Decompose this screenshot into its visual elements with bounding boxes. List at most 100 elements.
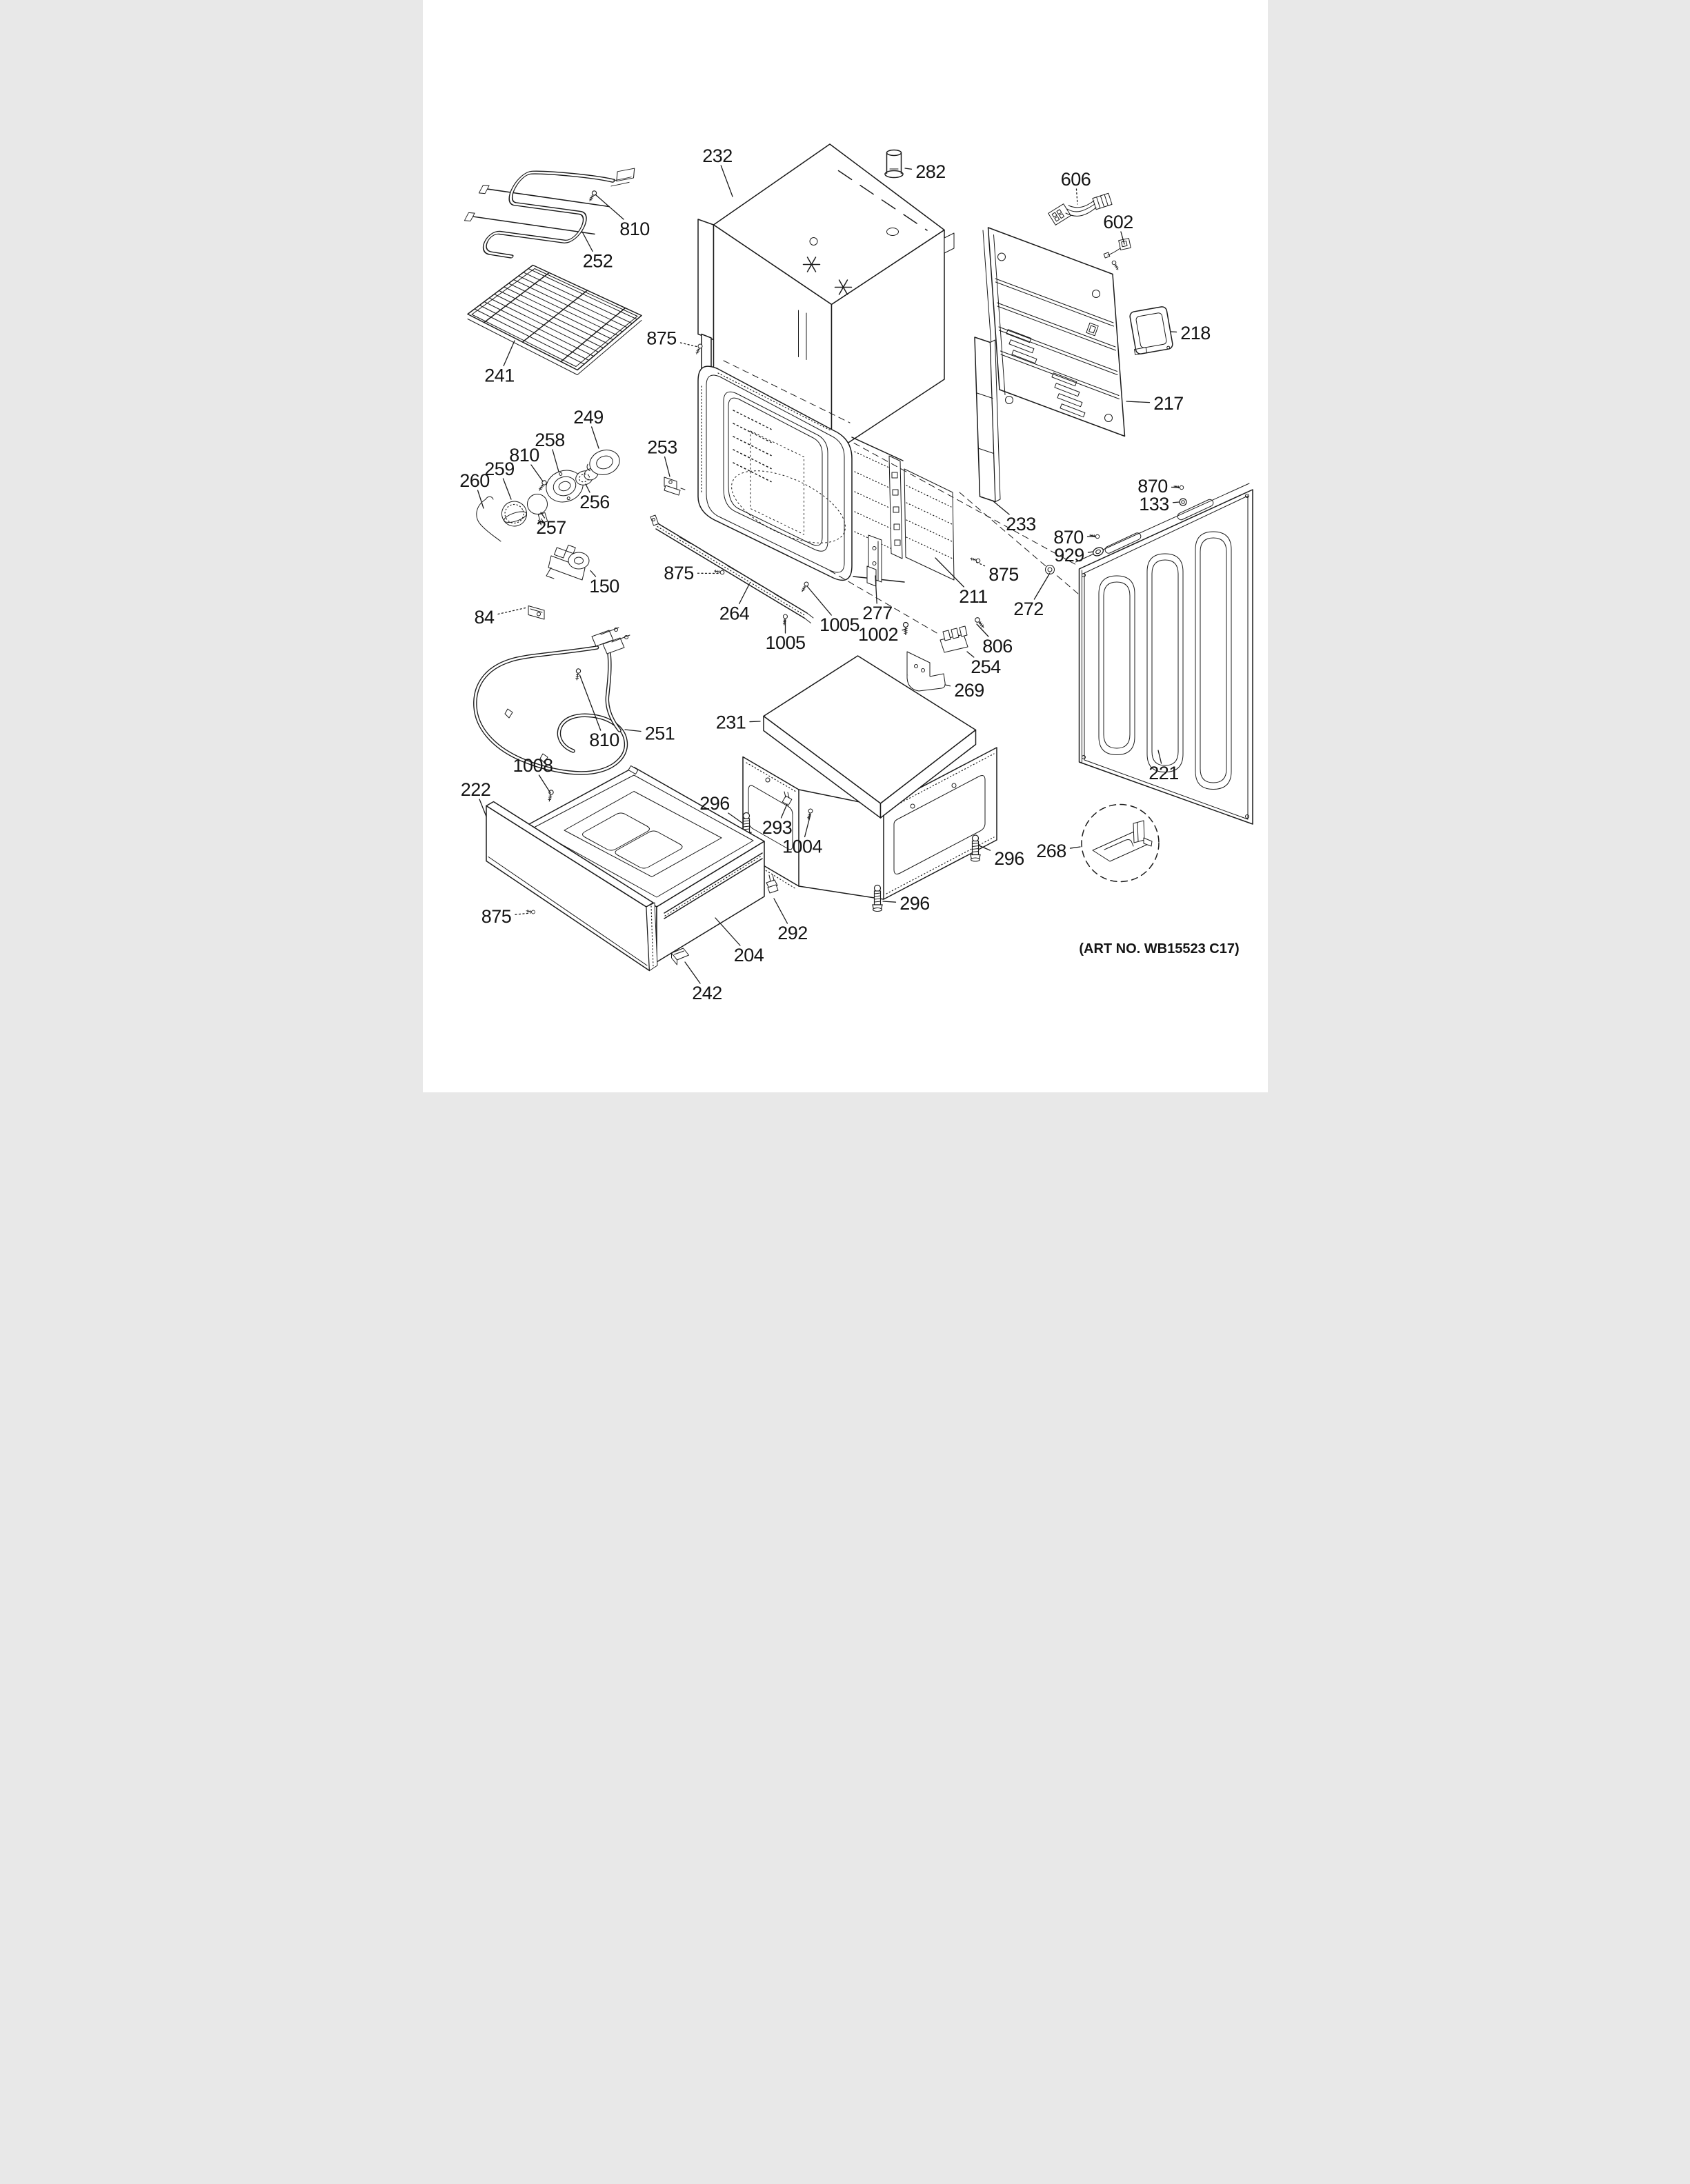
part-number-label: 258 xyxy=(535,430,565,450)
leader-line xyxy=(1120,231,1125,245)
leader-line xyxy=(664,456,670,477)
part-number-label: 150 xyxy=(589,576,619,597)
leveling-leg-296 xyxy=(969,834,981,862)
callout-84: 84 xyxy=(474,607,528,628)
screw-875-rail xyxy=(713,568,725,575)
part-number-label: 222 xyxy=(460,779,490,800)
callout-293: 293 xyxy=(762,803,792,838)
leader-line xyxy=(530,464,544,482)
callout-870: 870 xyxy=(1137,476,1180,497)
callout-296: 296 xyxy=(882,893,930,914)
callout-269: 269 xyxy=(944,680,984,701)
leader-line xyxy=(1075,188,1078,205)
latch-motor-150 xyxy=(546,544,589,581)
callout-251: 251 xyxy=(624,723,675,744)
part-number-label: 875 xyxy=(988,564,1019,585)
cavity-element-coils xyxy=(732,410,772,483)
leader-line xyxy=(975,623,989,637)
callout-1004: 1004 xyxy=(782,814,823,857)
part-number-label: 296 xyxy=(699,793,730,814)
leader-line xyxy=(720,165,733,197)
leader-line xyxy=(738,583,750,605)
leader-line xyxy=(624,729,642,732)
callout-875: 875 xyxy=(975,561,1019,585)
callout-875: 875 xyxy=(646,328,699,349)
callout-150: 150 xyxy=(589,570,619,597)
callout-252: 252 xyxy=(581,231,613,272)
part-number-label: 282 xyxy=(915,161,946,182)
callout-254: 254 xyxy=(966,651,1001,677)
drawer-front-panel xyxy=(485,801,657,972)
bracket-253 xyxy=(664,477,685,496)
part-number-label: 810 xyxy=(589,730,619,750)
leader-line xyxy=(1172,501,1180,503)
leader-line xyxy=(514,912,531,915)
callout-260: 260 xyxy=(459,470,490,509)
part-number-label: 292 xyxy=(777,923,808,943)
leader-line xyxy=(538,774,551,794)
leader-line xyxy=(1125,401,1150,403)
drawer-stop-242 xyxy=(670,948,689,965)
bake-element xyxy=(473,627,630,775)
callout-875: 875 xyxy=(664,563,719,583)
callout-292: 292 xyxy=(773,898,808,943)
rear-panel xyxy=(982,227,1125,437)
part-number-label: 810 xyxy=(619,219,650,239)
part-number-label: 249 xyxy=(573,407,604,428)
part-number-label: 277 xyxy=(862,603,893,623)
leader-line xyxy=(806,585,832,616)
callout-277: 277 xyxy=(862,575,893,623)
part-number-label: 875 xyxy=(481,906,511,927)
leader-line xyxy=(934,557,964,588)
asterisk-mark xyxy=(802,257,820,272)
screw-875 xyxy=(968,556,981,563)
fold-dash-line xyxy=(837,170,928,231)
callout-1005: 1005 xyxy=(806,585,859,635)
leader-line xyxy=(684,961,701,984)
leader-line xyxy=(944,684,951,687)
leader-line xyxy=(478,799,487,817)
access-cover xyxy=(1129,306,1173,356)
part-number-label: 211 xyxy=(959,586,988,607)
callout-204: 204 xyxy=(714,917,764,965)
part-number-label: 870 xyxy=(1137,476,1168,497)
callout-1005: 1005 xyxy=(765,619,806,653)
part-number-label: 260 xyxy=(459,470,490,491)
screw-1005 xyxy=(781,614,788,626)
leader-line xyxy=(589,570,596,577)
callout-268: 268 xyxy=(1036,841,1081,861)
bracket-84 xyxy=(528,605,544,620)
part-number-label: 254 xyxy=(971,657,1001,677)
bracket-277 xyxy=(866,534,882,587)
leader-line xyxy=(502,340,515,367)
part-number-label: 606 xyxy=(1060,169,1091,190)
part-number-label: 269 xyxy=(954,680,984,701)
light-socket-256 xyxy=(575,468,598,485)
light-glass-dome-259 xyxy=(501,501,527,527)
part-number-label: 232 xyxy=(702,146,733,166)
vent-tube xyxy=(884,149,904,179)
clip-293 xyxy=(782,791,792,806)
light-screw-810 xyxy=(537,479,548,492)
leader-line xyxy=(590,426,599,449)
panel-ribs xyxy=(995,278,1120,399)
part-number-label: 218 xyxy=(1180,323,1211,343)
callout-249: 249 xyxy=(573,407,604,449)
callout-233: 233 xyxy=(991,500,1036,534)
leader-line xyxy=(904,168,912,170)
oven-rack xyxy=(466,264,642,375)
part-number-label: 233 xyxy=(1006,514,1036,534)
cavity-right-wrap xyxy=(851,437,905,583)
side-insulation-233 xyxy=(973,337,1000,503)
callout-296: 296 xyxy=(977,845,1024,869)
part-number-label: 259 xyxy=(484,459,515,479)
oven-case-wrapper xyxy=(697,143,954,454)
leader-line xyxy=(551,449,559,472)
callout-231: 231 xyxy=(715,712,761,733)
leader-line xyxy=(804,814,811,838)
bake-screw-810 xyxy=(573,668,581,681)
part-number-label: 296 xyxy=(899,893,930,914)
insulation-sheet-211 xyxy=(904,468,954,581)
part-number-label: 242 xyxy=(692,983,722,1003)
